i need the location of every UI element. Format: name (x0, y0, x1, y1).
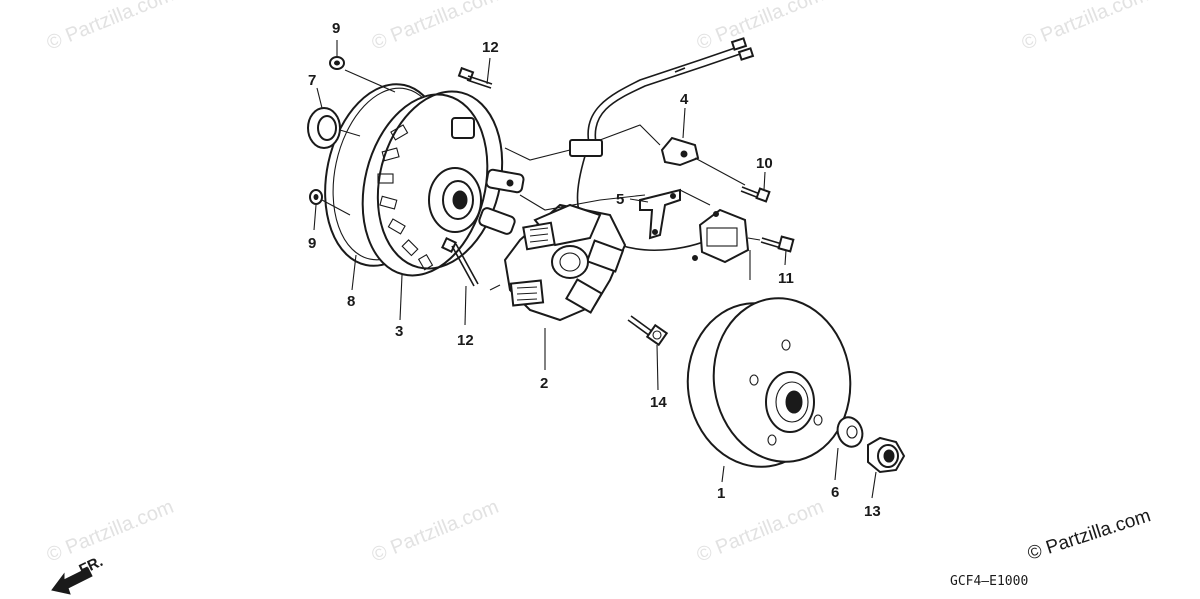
callout-9-bottom: 9 (308, 235, 316, 252)
leader-lines (313, 40, 877, 499)
watermark: © Partzilla.com (694, 0, 827, 55)
flywheel-part-1 (686, 297, 852, 468)
assembly-guide-lines (321, 69, 761, 291)
callout-7: 7 (308, 72, 316, 89)
bolt-part-11 (760, 235, 795, 253)
bracket-part-5 (639, 188, 681, 240)
callout-14: 14 (650, 394, 667, 411)
stator-part-2 (503, 203, 627, 322)
callout-1: 1 (717, 485, 725, 502)
bolt-part-14 (627, 315, 669, 347)
front-arrow-icon (51, 567, 93, 595)
bolt-part-12-bottom (441, 237, 479, 287)
pulser-coil (692, 208, 750, 264)
front-label: FR. (77, 553, 106, 579)
callout-6: 6 (831, 484, 839, 501)
callout-2: 2 (540, 375, 548, 392)
callout-10: 10 (756, 155, 773, 172)
watermark: © Partzilla.com (44, 496, 177, 567)
watermark: © Partzilla.com (44, 0, 177, 55)
corner-watermark: © Partzilla.com (1025, 505, 1153, 565)
watermark: © Partzilla.com (369, 496, 502, 567)
clamp-part-4 (660, 136, 700, 167)
grommet-part-9-bottom (309, 189, 323, 205)
cover-part-3 (361, 90, 525, 277)
callout-4: 4 (680, 91, 689, 108)
callout-11: 11 (778, 270, 794, 287)
grommet-part-9-top (329, 56, 345, 70)
watermark: © Partzilla.com (1019, 0, 1152, 55)
callout-13: 13 (864, 503, 881, 520)
drawing-code: GCF4–E1000 (950, 574, 1028, 589)
callout-labels: 9 7 12 4 10 5 9 11 8 3 12 2 14 1 6 13 (308, 20, 881, 520)
callout-3: 3 (395, 323, 403, 340)
callout-5: 5 (616, 191, 624, 208)
wire-harness (569, 37, 755, 251)
oil-seal-part-7 (307, 107, 341, 149)
watermark: © Partzilla.com (694, 496, 827, 567)
callout-12-bottom: 12 (457, 332, 474, 349)
bolt-part-10 (740, 186, 771, 203)
nut-part-13 (867, 436, 906, 474)
callout-12-top: 12 (482, 39, 499, 56)
washer-part-6 (836, 416, 864, 448)
bolt-part-12-top (457, 66, 493, 89)
callout-8: 8 (347, 293, 355, 310)
callout-9-top: 9 (332, 20, 340, 37)
